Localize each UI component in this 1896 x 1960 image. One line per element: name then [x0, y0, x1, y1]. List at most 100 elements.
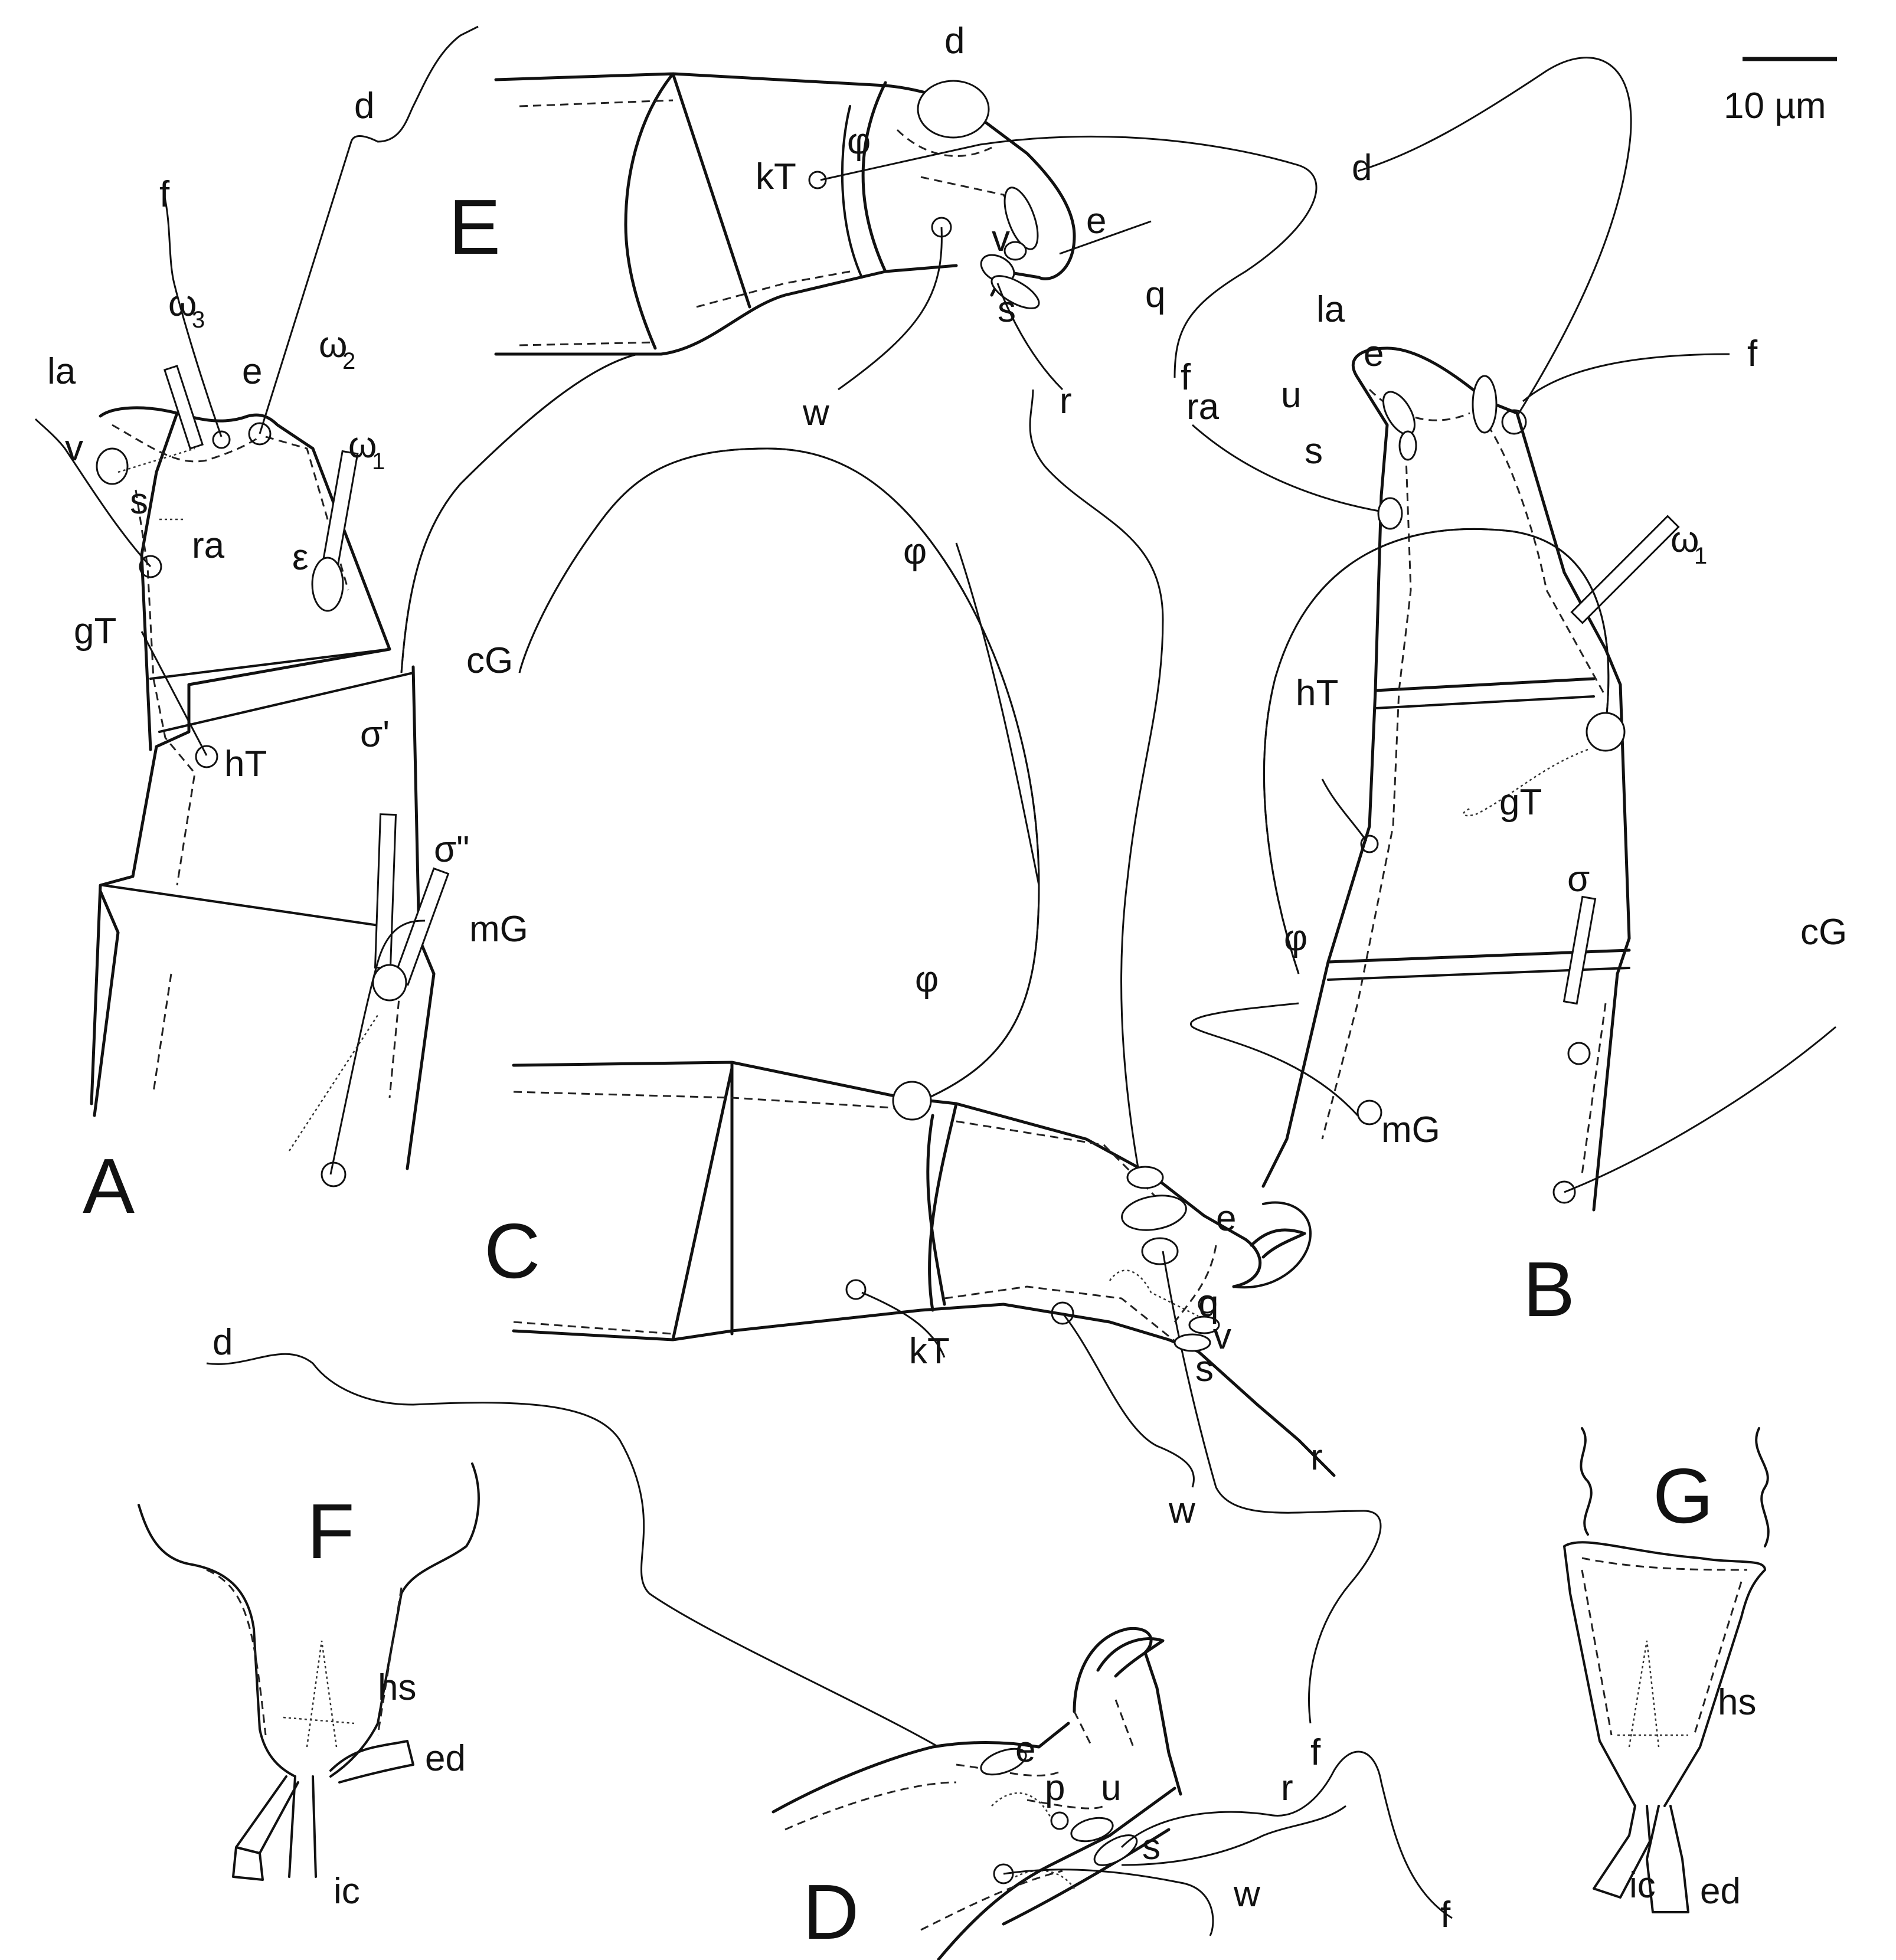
panel-a-label-mG: mG — [469, 909, 528, 950]
panel-b-label-mG: mG — [1381, 1110, 1440, 1150]
panel-a-label-w1-sub: 1 — [372, 449, 385, 475]
panel-e-label-q: q — [1145, 274, 1165, 315]
panel-a-label-e: e — [242, 351, 262, 392]
panel-b-solenidion-w1 — [1570, 515, 1680, 624]
panel-c: C φ φ e q v s kT r w f — [484, 389, 1382, 1773]
panel-c-solenidion-phi — [518, 447, 1040, 1105]
panel-c-seta-v — [1188, 1316, 1220, 1334]
panel-d-label-s: s — [1142, 1827, 1161, 1867]
panel-d-label-p: p — [1045, 1768, 1065, 1808]
panel-e-label-e: e — [1086, 201, 1106, 241]
panel-c-solenidion-base — [892, 1081, 932, 1121]
panel-d-seta-base-w — [993, 1863, 1014, 1884]
panel-a-seta-tip-mG — [321, 1161, 346, 1187]
panel-a-label-f: f — [159, 174, 170, 215]
panel-g-dash — [1581, 1557, 1748, 1736]
panel-a-seta-base-la — [139, 555, 162, 578]
panel-d-dash-internal — [784, 1699, 1135, 1931]
panel-e-seta-r — [991, 275, 1040, 309]
panel-f: F hs ed ic — [138, 1462, 480, 1912]
panel-b-label-hT: hT — [1296, 673, 1338, 714]
panel-f-dash — [206, 1569, 403, 1736]
panel-g-label-hs: hs — [1718, 1682, 1756, 1723]
panel-c-label-r: r — [1310, 1437, 1323, 1478]
panel-a-label-ra: ra — [192, 525, 225, 566]
panel-c-dash-internal — [513, 1091, 1217, 1347]
panel-c-seta-w — [1061, 1313, 1195, 1488]
scale-bar: 10 µm — [1724, 57, 1837, 126]
panel-g-ic — [1593, 1805, 1651, 1899]
panel-e-letter: E — [449, 184, 501, 270]
panel-d-claw-hook — [1096, 1637, 1165, 1678]
panel-c-seta-base-kT — [845, 1279, 867, 1300]
panel-f-ed — [329, 1740, 414, 1784]
panel-a-label-w3: ω — [168, 283, 197, 324]
panel-e-label-r: r — [1060, 381, 1072, 421]
panel-c-outline — [512, 1061, 1336, 1477]
panel-e-seta-d — [979, 135, 1318, 378]
panel-d-letter: D — [803, 1869, 859, 1955]
panel-d-dotted — [991, 1792, 1076, 1889]
panel-g-ed — [1646, 1805, 1689, 1913]
panel-a-solenidion-cG — [400, 353, 638, 673]
panel-a-label-d: d — [354, 86, 374, 126]
panel-c-claw-hook — [1250, 1228, 1306, 1259]
panel-c-dotted — [1109, 1269, 1199, 1317]
panel-e-seta-base-w — [931, 217, 952, 238]
panel-e-seta-base-kT — [808, 171, 827, 189]
panel-a-label-gT: gT — [74, 611, 116, 652]
panel-e: E d φ kT e v q s w r d f — [449, 21, 1372, 433]
panel-b-seta-base-mG — [1356, 1100, 1382, 1125]
panel-a-seta-f — [163, 194, 223, 437]
panel-e-seta-kT — [820, 143, 980, 181]
panel-g-label-ed: ed — [1700, 1871, 1741, 1912]
panel-d-seta-e — [980, 1748, 1027, 1776]
panel-d-label-e: e — [1015, 1729, 1035, 1770]
panel-a-seta-d — [259, 25, 479, 434]
panel-b-solenidion-sigma — [1562, 895, 1597, 1005]
panel-b-solenidion-base — [1586, 712, 1626, 752]
panel-c-seta-d — [1029, 389, 1164, 1175]
panel-b-seta-base-ra — [1377, 497, 1403, 530]
panel-b-seta-base-d — [1501, 409, 1527, 435]
panel-a-label-w2-sub: 2 — [342, 348, 355, 374]
panel-c-label-f: f — [1310, 1732, 1321, 1773]
panel-e-label-phi: φ — [847, 121, 871, 162]
panel-b-label-w1-sub: 1 — [1694, 543, 1707, 569]
panel-a-seta-base-gT — [195, 745, 218, 768]
panel-c-claw — [1233, 1201, 1312, 1289]
panel-b-label-ra: ra — [1186, 387, 1220, 427]
panel-d-seta-r — [1120, 1750, 1453, 1919]
panel-a: A d f ω 3 la e ω 2 ω — [34, 25, 638, 1229]
panel-a-genu-outline — [93, 665, 436, 1170]
panel-a-epsilon — [311, 557, 344, 612]
panel-c-label-w: w — [1168, 1490, 1195, 1531]
panel-e-seta-d-base — [917, 80, 990, 139]
panel-d-seta-u — [1070, 1817, 1114, 1843]
panel-b-seta-hT — [1321, 778, 1368, 842]
panel-b-seta-base-sigma — [1567, 1042, 1591, 1065]
panel-b-seta-u — [1382, 391, 1416, 436]
panel-a-label-w3-sub: 3 — [192, 307, 205, 333]
panel-b-label-w1: ω — [1671, 519, 1699, 560]
panel-d-seta-f — [1121, 1805, 1346, 1866]
panel-c-seta-kT — [861, 1291, 946, 1358]
panel-a-label-v: v — [65, 428, 83, 469]
panel-a-seta-gT — [140, 631, 208, 756]
panel-d-seta-p — [1050, 1811, 1069, 1830]
panel-e-outline — [494, 72, 1076, 356]
panel-c-label-phi: φ — [915, 959, 939, 1000]
panel-c-letter: C — [484, 1208, 540, 1294]
panel-a-label-eps: ε — [292, 537, 309, 578]
panel-e-label-v: v — [992, 218, 1010, 259]
panel-a-dotted-detail — [117, 447, 379, 1151]
panel-b-label-la: la — [1316, 289, 1345, 330]
panel-c-seta-base-d — [1126, 1166, 1164, 1189]
panel-b-label-u: u — [1281, 375, 1301, 415]
panel-b-seta-d — [1357, 57, 1632, 417]
panel-a-seta-base-mG — [372, 964, 407, 1002]
panel-a-solenidion-cG-edge — [400, 353, 638, 673]
panel-c-solenidion-phi-edge — [518, 447, 1040, 1105]
panel-a-label-w2: ω — [319, 325, 347, 365]
